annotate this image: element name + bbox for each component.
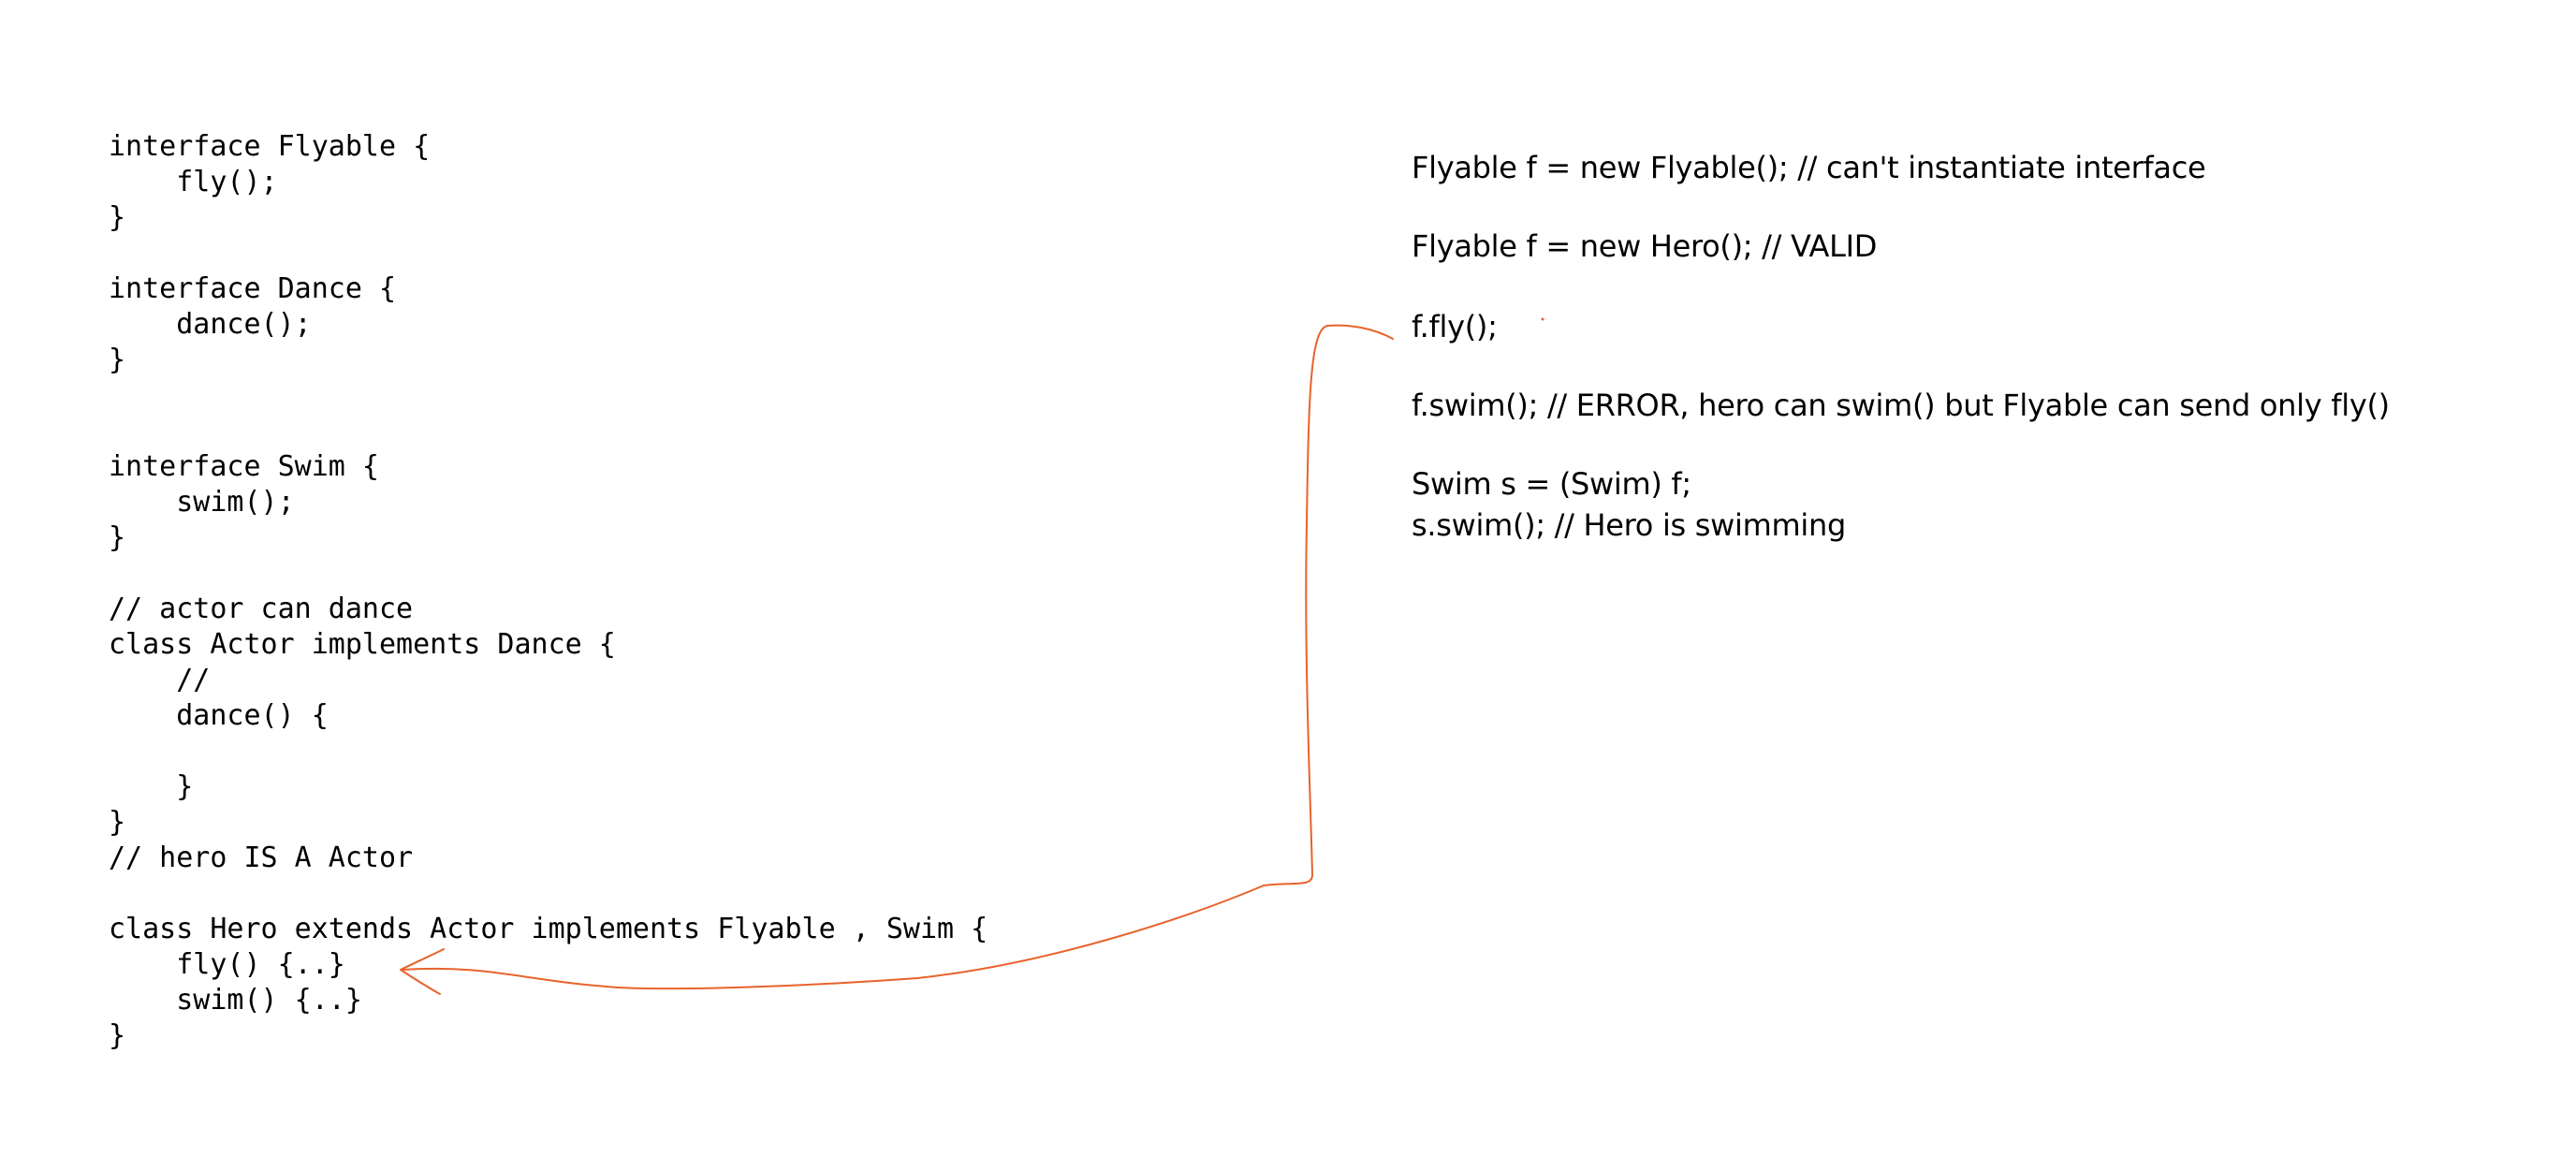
code-line: interface Dance { (109, 272, 397, 305)
code-line (109, 378, 988, 414)
code-line: } (109, 521, 126, 554)
note-line-valid-assignment: Flyable f = new Hero(); // VALID (1412, 228, 1878, 264)
code-line (109, 414, 988, 449)
code-line (109, 876, 988, 912)
code-line: // (109, 664, 211, 696)
code-line: } (109, 344, 126, 376)
code-line (109, 236, 988, 271)
note-line-swim-cast: Swim s = (Swim) f; (1412, 466, 1691, 502)
stray-dot (1541, 317, 1544, 321)
code-block: interface Flyable { fly();} interface Dan… (109, 129, 988, 1054)
note-line-swim-error: f.swim(); // ERROR, hero can swim() but … (1412, 388, 2390, 423)
code-line: } (109, 201, 126, 234)
code-line: swim() {..} (109, 984, 362, 1017)
code-line: dance() { (109, 699, 329, 732)
note-line-instantiate-error: Flyable f = new Flyable(); // can't inst… (1412, 150, 2206, 185)
code-line: interface Flyable { (109, 130, 431, 163)
code-line: interface Swim { (109, 450, 379, 483)
code-line: class Hero extends Actor implements Flya… (109, 913, 988, 945)
code-line: // hero IS A Actor (109, 841, 414, 874)
code-line: dance(); (109, 308, 312, 341)
code-line: swim(); (109, 486, 295, 519)
code-line: class Actor implements Dance { (109, 628, 616, 661)
code-line: // actor can dance (109, 593, 414, 625)
code-line (109, 734, 988, 769)
code-line: fly() {..} (109, 948, 345, 981)
code-line: } (109, 1019, 126, 1052)
code-line (109, 556, 988, 592)
note-line-fly-call: f.fly(); (1412, 309, 1498, 344)
note-line-swim-call: s.swim(); // Hero is swimming (1412, 507, 1846, 543)
code-line: } (109, 806, 126, 839)
code-line: } (109, 770, 194, 803)
code-line: fly(); (109, 166, 278, 198)
